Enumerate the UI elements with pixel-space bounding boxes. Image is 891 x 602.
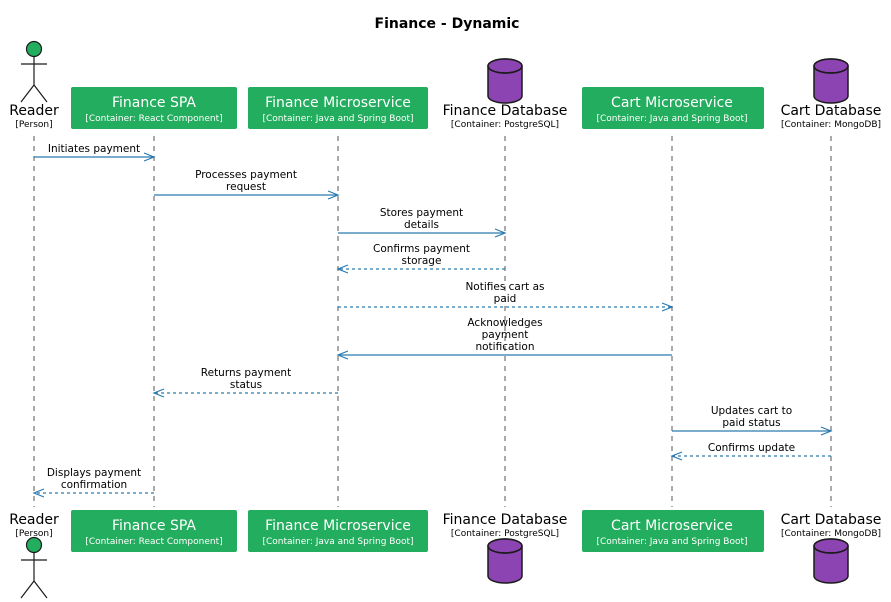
message-label: status xyxy=(230,379,262,391)
message-label: paid xyxy=(494,293,517,305)
container-box xyxy=(248,510,428,552)
diagram-title: Finance - Dynamic xyxy=(375,16,520,32)
message-label: request xyxy=(226,181,266,193)
message-label: Updates cart to xyxy=(711,405,792,417)
participant-name: Cart Database xyxy=(781,512,882,528)
person-icon xyxy=(20,536,48,599)
participant-type: [Container: Java and Spring Boot] xyxy=(596,114,747,124)
message-label: payment xyxy=(482,329,529,341)
message-label: storage xyxy=(402,255,442,267)
participant-type: [Person] xyxy=(15,529,52,539)
message-1: Initiates payment xyxy=(34,143,156,162)
message-label: Displays payment xyxy=(47,467,141,479)
message-label: Stores payment xyxy=(380,207,463,219)
participant-reader-top: Reader[Person] xyxy=(9,40,59,130)
person-icon xyxy=(20,40,48,103)
participant-name: Finance Microservice xyxy=(265,95,411,111)
participant-name: Reader xyxy=(9,512,59,528)
container-box xyxy=(582,510,764,552)
database-icon xyxy=(813,538,849,584)
participant-cdb-top: Cart Database[Container: MongoDB] xyxy=(781,58,882,130)
arrowhead xyxy=(661,302,674,312)
participant-name: Finance Database xyxy=(443,512,568,528)
participant-name: Reader xyxy=(9,103,59,119)
participant-name: Finance SPA xyxy=(112,518,196,534)
arrowhead xyxy=(336,264,349,274)
message-label: Notifies cart as xyxy=(465,281,544,293)
participant-reader-bottom: Reader[Person] xyxy=(9,512,59,599)
participant-name: Cart Microservice xyxy=(611,95,733,111)
container-box xyxy=(248,87,428,129)
participant-fms-top: Finance Microservice [Container: Java and… xyxy=(248,87,428,129)
participant-spa-bottom: Finance SPA [Container: React Component] xyxy=(71,510,237,552)
participant-type: [Container: Java and Spring Boot] xyxy=(262,537,413,547)
database-icon xyxy=(487,58,523,104)
message-9: Confirms update xyxy=(670,442,831,461)
participant-type: [Container: MongoDB] xyxy=(781,529,881,539)
participant-type: [Container: PostgreSQL] xyxy=(451,529,559,539)
participant-name: Finance Microservice xyxy=(265,518,411,534)
message-label: Confirms payment xyxy=(373,243,470,255)
container-box xyxy=(71,510,237,552)
participant-cdb-bottom: Cart Database[Container: MongoDB] xyxy=(781,512,882,584)
message-label: Confirms update xyxy=(708,442,795,454)
database-icon xyxy=(487,538,523,584)
participant-cms-top: Cart Microservice [Container: Java and Sp… xyxy=(582,87,764,129)
message-label: Processes payment xyxy=(195,169,297,181)
participant-name: Finance SPA xyxy=(112,95,196,111)
arrowhead xyxy=(327,190,340,200)
arrowhead xyxy=(32,488,45,498)
participant-name: Cart Microservice xyxy=(611,518,733,534)
participant-name: Finance Database xyxy=(443,103,568,119)
container-box xyxy=(582,87,764,129)
participant-fdb-bottom: Finance Database[Container: PostgreSQL] xyxy=(443,512,568,584)
participant-type: [Container: React Component] xyxy=(85,114,222,124)
participant-type: [Container: Java and Spring Boot] xyxy=(262,114,413,124)
participant-type: [Container: Java and Spring Boot] xyxy=(596,537,747,547)
database-icon xyxy=(813,58,849,104)
participant-fdb-top: Finance Database[Container: PostgreSQL] xyxy=(443,58,568,130)
participant-cms-bottom: Cart Microservice [Container: Java and Sp… xyxy=(582,510,764,552)
arrowhead xyxy=(494,228,507,238)
message-label: confirmation xyxy=(61,479,127,491)
participant-type: [Container: React Component] xyxy=(85,537,222,547)
arrowhead xyxy=(820,426,833,436)
participant-type: [Container: MongoDB] xyxy=(781,120,881,130)
arrowhead xyxy=(336,350,349,360)
arrowhead xyxy=(152,388,165,398)
message-label: Acknowledges xyxy=(467,317,542,329)
participant-name: Cart Database xyxy=(781,103,882,119)
message-label: paid status xyxy=(722,417,780,429)
arrowhead xyxy=(143,152,156,162)
container-box xyxy=(71,87,237,129)
message-label: Initiates payment xyxy=(48,143,140,155)
participant-type: [Person] xyxy=(15,120,52,130)
message-label: details xyxy=(404,219,439,231)
arrowhead xyxy=(670,451,683,461)
participant-type: [Container: PostgreSQL] xyxy=(451,120,559,130)
participant-spa-top: Finance SPA [Container: React Component] xyxy=(71,87,237,129)
participant-fms-bottom: Finance Microservice [Container: Java and… xyxy=(248,510,428,552)
message-label: Returns payment xyxy=(201,367,291,379)
message-label: notification xyxy=(475,341,534,353)
